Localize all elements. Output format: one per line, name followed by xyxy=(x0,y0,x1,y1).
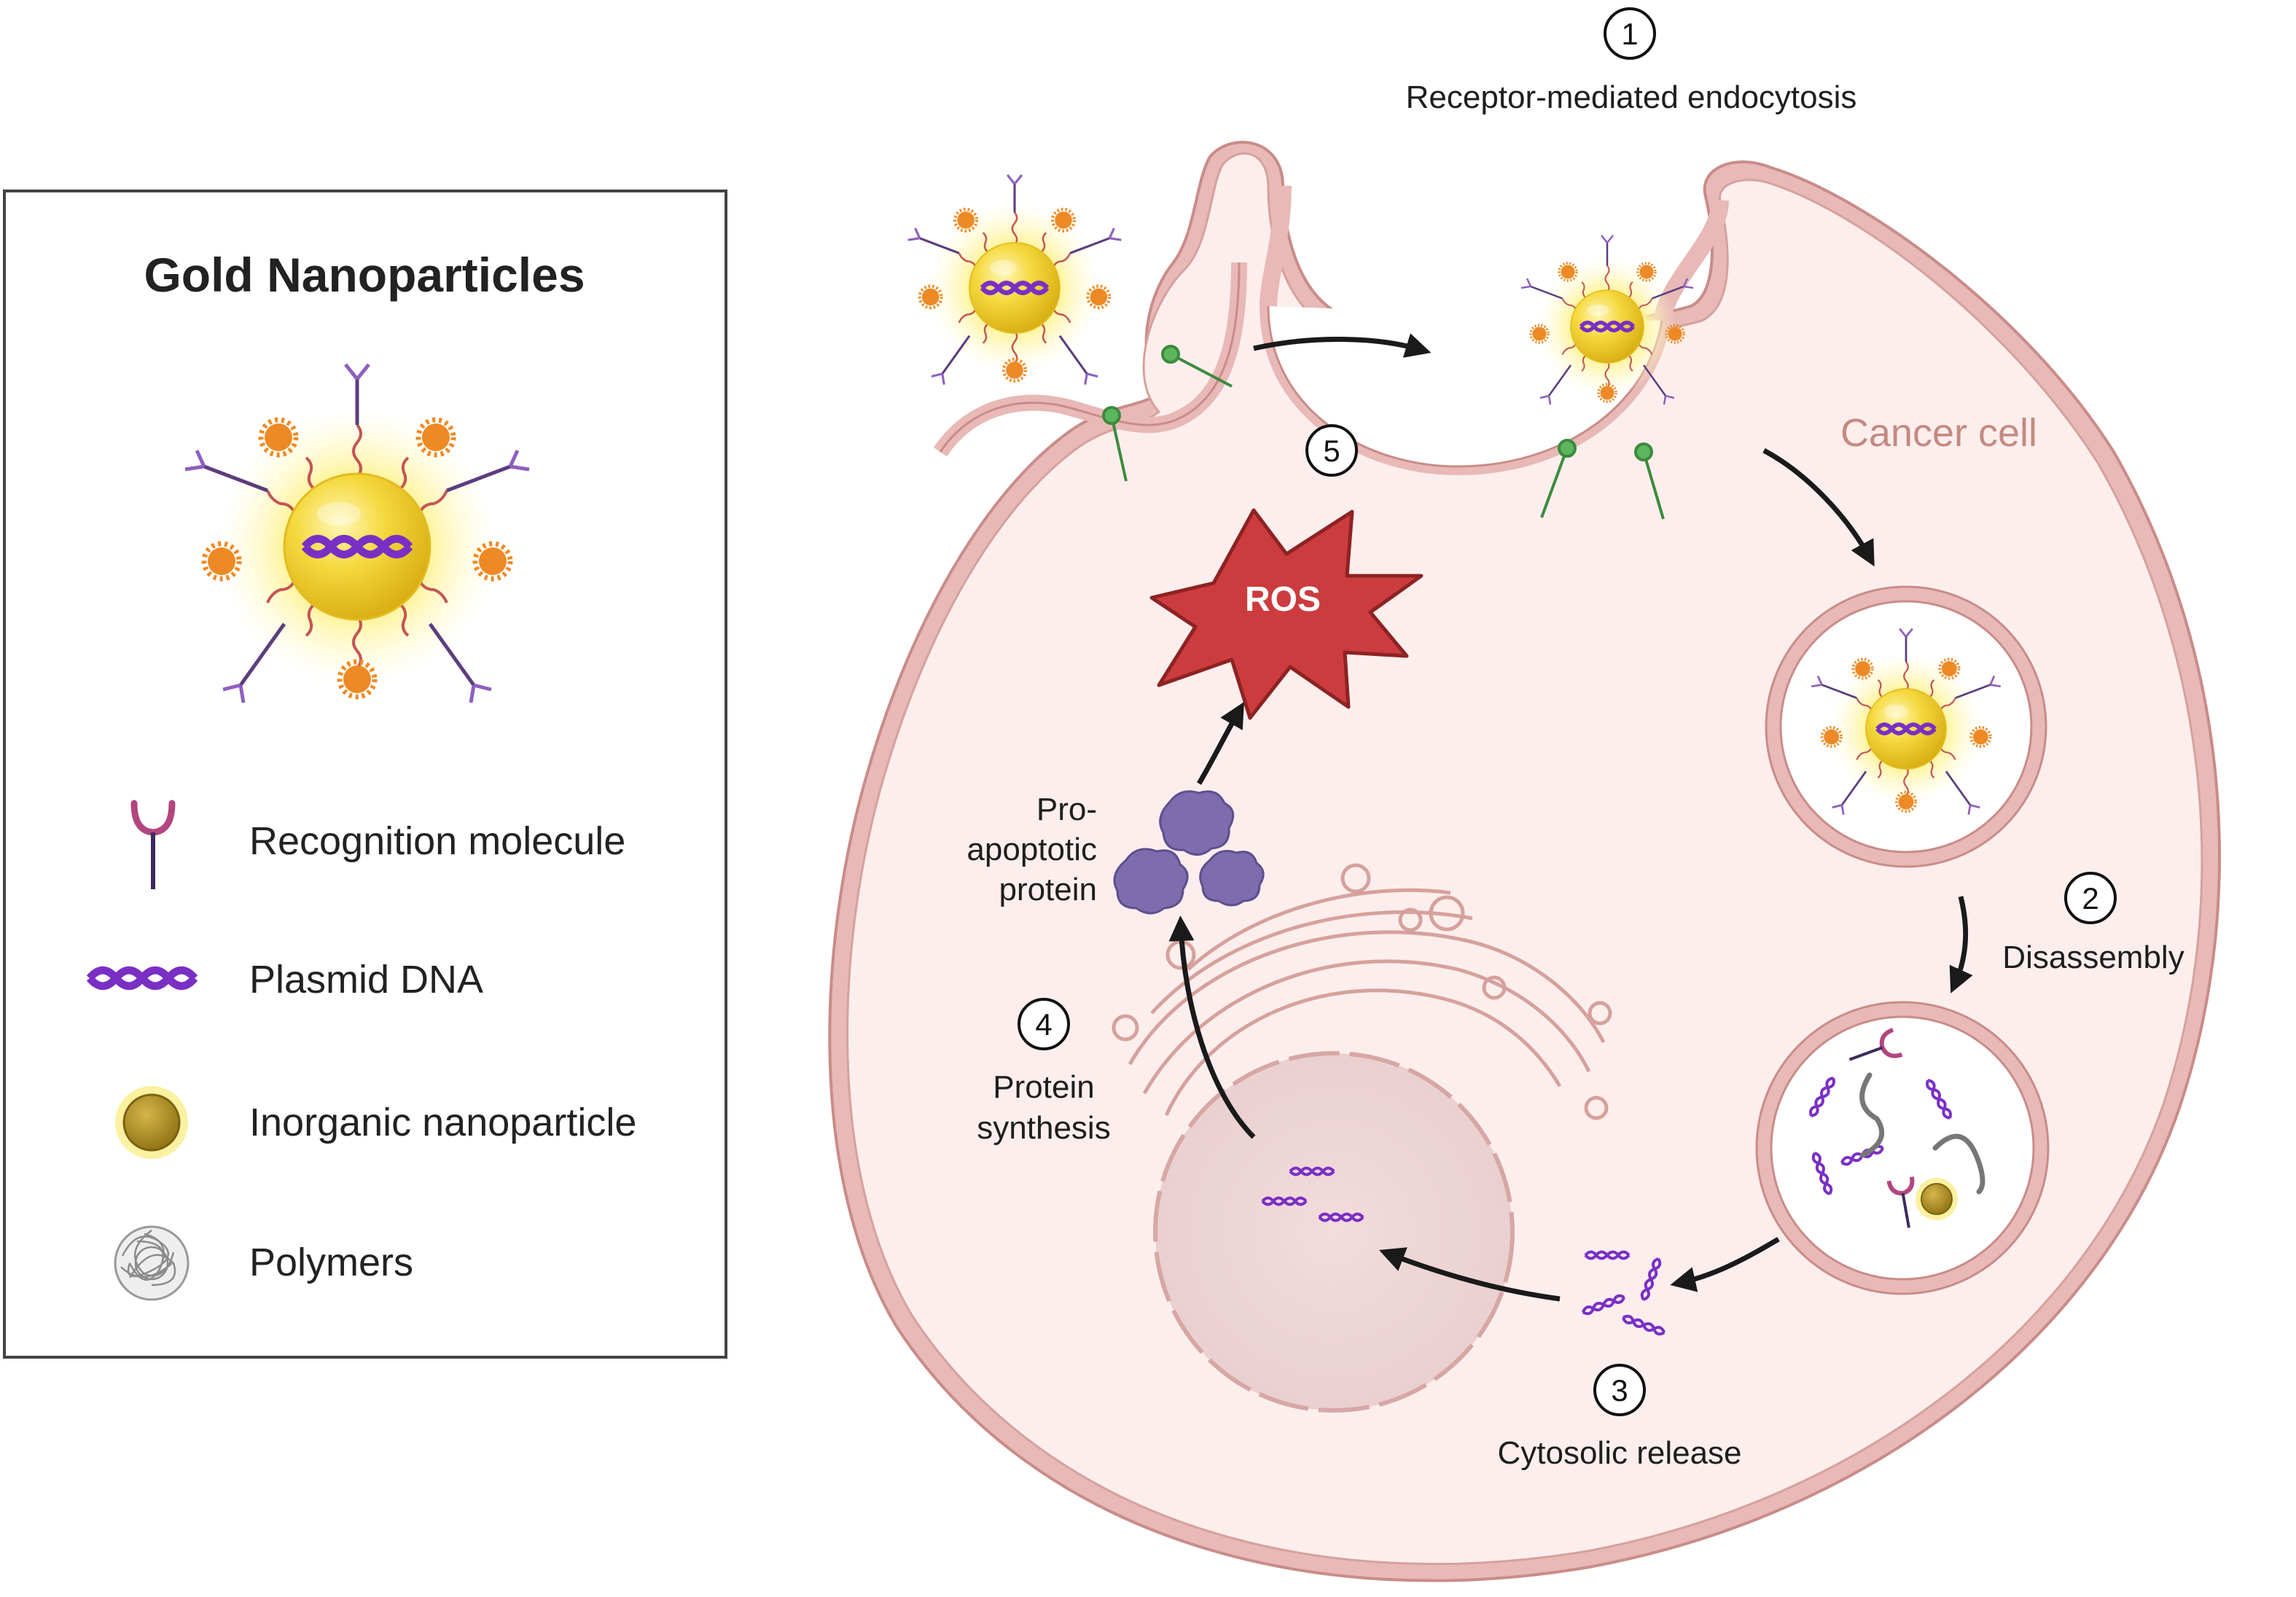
step-2-number: 2 xyxy=(2082,881,2098,915)
legend-label-inorganic: Inorganic nanoparticle xyxy=(249,1101,636,1144)
protein-label: Pro- apoptotic protein xyxy=(967,792,1097,907)
step-2: 2 Disassembly xyxy=(2002,872,2184,975)
nucleus xyxy=(1153,1051,1515,1413)
inorganic-nanoparticle-icon xyxy=(115,1086,188,1159)
recognition-molecule-icon xyxy=(130,800,176,889)
legend-label-recognition: Recognition molecule xyxy=(249,819,625,863)
step-4: 4 Protein synthesis xyxy=(977,998,1111,1146)
protein-label-line-2: apoptotic xyxy=(967,832,1097,867)
arrow-to-nucleus xyxy=(1378,1247,1561,1302)
golgi-apparatus xyxy=(1112,863,1612,1120)
step-3: 3 Cytosolic release xyxy=(1497,1364,1742,1471)
nanoparticle-outside xyxy=(908,175,1122,385)
protein-label-line-3: protein xyxy=(999,872,1097,907)
legend-title: Gold Nanoparticles xyxy=(144,248,585,302)
step-4-label-line-1: Protein xyxy=(993,1069,1094,1105)
step-5: 5 xyxy=(1305,424,1358,477)
polymers-icon xyxy=(114,1225,190,1301)
legend-label-polymers: Polymers xyxy=(249,1241,413,1284)
ros-label: ROS xyxy=(1245,580,1321,619)
arrow-to-endocytosis xyxy=(1253,333,1432,358)
cancer-cell-label: Cancer cell xyxy=(1840,411,2037,455)
arrow-to-endosome xyxy=(1762,448,1875,567)
step-5-number: 5 xyxy=(1323,434,1340,468)
legend-panel: Gold Nanoparticles Recognition molecule … xyxy=(3,190,727,1359)
receptors-left xyxy=(1102,345,1233,482)
arrow-to-disassembly xyxy=(1949,896,1973,993)
process-arrows xyxy=(1168,333,1973,1302)
arrow-to-ros xyxy=(1196,701,1244,785)
legend-label-plasmid: Plasmid DNA xyxy=(249,958,483,1001)
step-1: 1 Receptor-mediated endocytosis xyxy=(1406,7,1857,115)
pro-apoptotic-protein-icon xyxy=(1113,790,1265,915)
step-3-number: 3 xyxy=(1611,1373,1628,1407)
endosome xyxy=(1765,585,2047,868)
step-4-number: 4 xyxy=(1035,1007,1052,1042)
protein-label-line-1: Pro- xyxy=(1036,792,1097,827)
receptors-top xyxy=(1540,439,1665,520)
step-4-label-line-2: synthesis xyxy=(977,1110,1110,1146)
step-1-label: Receptor-mediated endocytosis xyxy=(1406,79,1857,115)
disassembled-endosome xyxy=(1755,1001,2050,1295)
endocytic-pit-left xyxy=(933,262,1247,457)
step-1-number: 1 xyxy=(1621,17,1638,51)
step-3-label: Cytosolic release xyxy=(1497,1435,1741,1471)
step-2-label: Disassembly xyxy=(2002,940,2184,975)
arrow-protein-synthesis xyxy=(1168,915,1256,1139)
ros-burst-icon: ROS xyxy=(1149,508,1424,720)
arrow-to-cytosol xyxy=(1670,1236,1780,1292)
